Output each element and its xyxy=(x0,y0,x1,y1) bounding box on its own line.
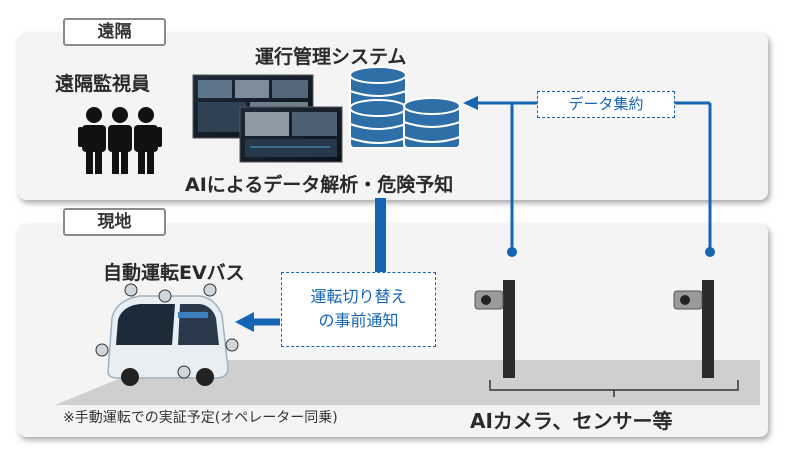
bus-body xyxy=(107,295,229,386)
camera-icon-left xyxy=(474,280,515,378)
remote-tag: 遠隔 xyxy=(63,18,166,46)
system-title: 運行管理システム xyxy=(255,46,407,68)
camera-icon-right xyxy=(673,280,714,378)
notice-line-1: 運転切り替え xyxy=(310,287,407,306)
bus-label: 自動運転EVバス xyxy=(103,262,245,284)
notice-line-2: の事前通知 xyxy=(318,311,399,330)
sensors-label: AIカメラ、センサー等 xyxy=(470,409,673,433)
monitor-front xyxy=(239,106,343,163)
aggregation-label: データ集約 xyxy=(537,91,675,118)
footnote: ※手動運転での実証予定(オペレーター同乗) xyxy=(63,410,338,426)
site-tag: 現地 xyxy=(63,208,166,236)
operator-label: 遠隔監視員 xyxy=(55,73,151,95)
analysis-label: AIによるデータ解析・危険予知 xyxy=(185,174,454,196)
notice-box: 運転切り替え の事前通知 xyxy=(281,272,436,347)
